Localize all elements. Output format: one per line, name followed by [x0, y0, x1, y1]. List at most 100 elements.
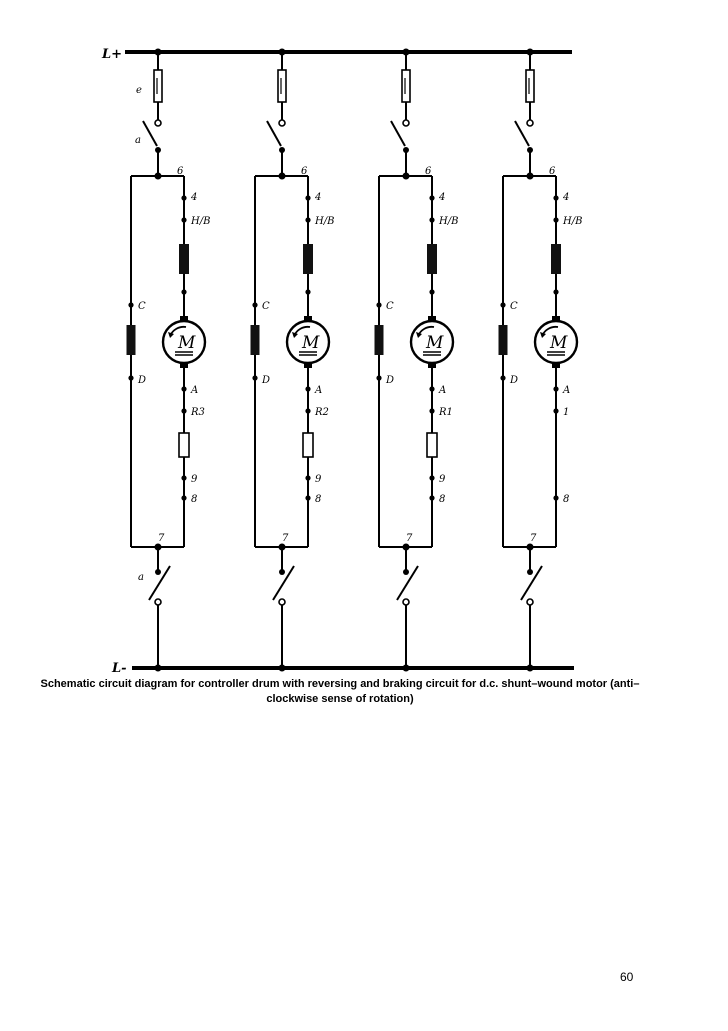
contact-hb-label: H/B	[438, 216, 458, 227]
contact-8-label: 8	[191, 494, 197, 505]
motor-label: M	[549, 333, 568, 353]
terminal-dot	[500, 302, 506, 308]
fuse	[401, 69, 411, 103]
motor-brush	[552, 362, 560, 368]
terminal-dot	[305, 386, 311, 392]
terminal-dot	[429, 408, 435, 414]
series-winding	[303, 244, 313, 274]
series-winding	[551, 244, 561, 274]
terminal-dot	[181, 495, 187, 501]
terminal-dot	[181, 195, 187, 201]
terminal-dot	[181, 408, 187, 414]
field-bottom-label: D	[509, 375, 518, 386]
motor-brush	[552, 316, 560, 322]
circuit-columns: 67CD4H/BMAR39867CD4H/BMAR29867CD4H/BMAR1…	[126, 48, 582, 672]
fuse-label: e	[136, 85, 142, 96]
motor-label: M	[301, 333, 320, 353]
field-bottom-label: D	[385, 375, 394, 386]
terminal-dot	[305, 408, 311, 414]
switch-terminal	[154, 119, 162, 127]
motor: M	[533, 316, 579, 368]
supply-rails: L+ L- e a a	[101, 47, 574, 676]
contact-4-label: 4	[562, 192, 569, 203]
armature-label: A	[314, 385, 322, 396]
motor-label: M	[177, 333, 196, 353]
rail-junction	[402, 664, 410, 672]
rotation-arrowhead	[292, 332, 298, 338]
top-switch-label: a	[135, 135, 141, 146]
fuse	[277, 69, 287, 103]
terminal-dot	[128, 375, 134, 381]
contact-4-label: 4	[314, 192, 321, 203]
terminal-dot	[553, 386, 559, 392]
switch-blade	[272, 565, 295, 601]
resistor-label: 1	[563, 407, 569, 418]
rail-junction	[526, 664, 534, 672]
terminal-dot	[305, 195, 311, 201]
switch-blade	[390, 120, 406, 147]
armature-label: A	[562, 385, 570, 396]
rotation-arrowhead	[416, 332, 422, 338]
switch-blade	[142, 120, 158, 147]
series-winding	[179, 244, 189, 274]
top-node-dot	[278, 172, 286, 180]
contact-9-label: 9	[439, 474, 446, 485]
field-bottom-label: D	[261, 375, 270, 386]
terminal-dot	[553, 408, 559, 414]
terminal-dot	[429, 495, 435, 501]
motor: M	[161, 316, 207, 368]
braking-resistor	[302, 432, 314, 458]
switch-contact	[527, 569, 533, 575]
switch-blade	[266, 120, 282, 147]
terminal-dot	[376, 375, 382, 381]
bottom-switch-label: a	[138, 572, 144, 583]
terminal-dot	[305, 289, 311, 295]
terminal-dot	[181, 475, 187, 481]
armature-label: A	[190, 385, 198, 396]
contact-8-label: 8	[315, 494, 321, 505]
fuse	[525, 69, 535, 103]
top-rail-label: L+	[101, 47, 122, 62]
rotation-arrowhead	[540, 332, 546, 338]
fuse	[153, 69, 163, 103]
field-bottom-label: D	[137, 375, 146, 386]
field-top-label: C	[510, 301, 518, 312]
switch-terminal	[526, 598, 534, 606]
top-node-dot	[402, 172, 410, 180]
bottom-node-label: 7	[158, 533, 165, 544]
motor-brush	[304, 316, 312, 322]
top-node-dot	[154, 172, 162, 180]
motor-brush	[428, 362, 436, 368]
contact-8-label: 8	[439, 494, 445, 505]
top-node-label: 6	[177, 166, 184, 177]
switch-blade	[396, 565, 419, 601]
shunt-field-winding	[374, 325, 384, 355]
terminal-dot	[305, 475, 311, 481]
rotation-arrowhead	[168, 332, 174, 338]
contact-hb-label: H/B	[314, 216, 334, 227]
switch-terminal	[402, 598, 410, 606]
top-node-label: 6	[549, 166, 556, 177]
top-node-dot	[526, 172, 534, 180]
top-node-label: 6	[301, 166, 308, 177]
motor-brush	[180, 362, 188, 368]
switch-blade	[520, 565, 543, 601]
contact-9-label: 9	[315, 474, 322, 485]
terminal-dot	[429, 475, 435, 481]
terminal-dot	[429, 289, 435, 295]
bottom-node-label: 7	[282, 533, 289, 544]
contact-hb-label: H/B	[562, 216, 582, 227]
terminal-dot	[128, 302, 134, 308]
switch-blade	[148, 565, 171, 601]
terminal-dot	[553, 495, 559, 501]
terminal-dot	[252, 302, 258, 308]
bottom-node-label: 7	[530, 533, 537, 544]
terminal-dot	[252, 375, 258, 381]
contact-4-label: 4	[190, 192, 197, 203]
terminal-dot	[376, 302, 382, 308]
rail-junction	[278, 664, 286, 672]
terminal-dot	[553, 195, 559, 201]
switch-terminal	[278, 598, 286, 606]
